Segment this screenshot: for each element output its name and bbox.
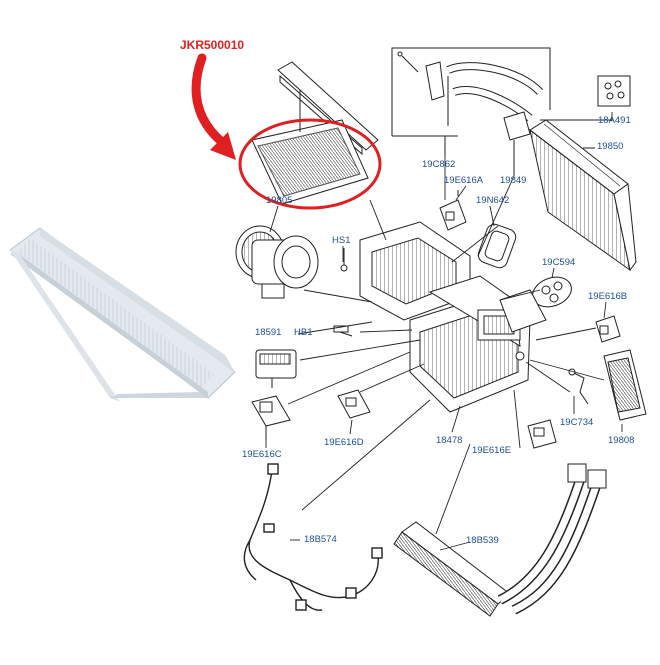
cabin-filter-drawing bbox=[251, 61, 379, 205]
screw-hb1 bbox=[333, 325, 353, 337]
callout-18478: 18478 bbox=[436, 435, 463, 446]
callout-18b539: 18B539 bbox=[466, 535, 499, 546]
module-19808 bbox=[603, 349, 647, 421]
callout-18a491: 18A491 bbox=[598, 115, 631, 126]
actuator-19e616b bbox=[595, 315, 621, 343]
resistor-18591 bbox=[255, 349, 297, 388]
callout-19e616b: 19E616B bbox=[588, 291, 628, 302]
wiring-harness-18b574 bbox=[243, 463, 383, 611]
callout-19c734: 19C734 bbox=[560, 417, 594, 428]
callout-19c594: 19C594 bbox=[542, 257, 576, 268]
callout-19849: 19849 bbox=[500, 175, 527, 186]
clips-18a491 bbox=[597, 75, 631, 107]
callout-hs1: HS1 bbox=[332, 235, 351, 246]
hvac-housing bbox=[359, 221, 547, 413]
leader-lines bbox=[265, 112, 623, 551]
callout-19805: 19805 bbox=[266, 195, 293, 206]
callout-19c862: 19C862 bbox=[422, 159, 456, 170]
callout-19808: 19808 bbox=[608, 435, 635, 446]
callout-18b574: 18B574 bbox=[304, 534, 337, 545]
actuator-19e616a bbox=[439, 190, 467, 231]
highlight-circle bbox=[238, 118, 382, 210]
callout-19e616e: 19E616E bbox=[472, 445, 512, 456]
sensor-19c734 bbox=[568, 368, 589, 405]
cabin-filter-photo bbox=[9, 227, 236, 402]
callout-19e616c: 19E616C bbox=[242, 449, 282, 460]
red-arrow-icon bbox=[191, 53, 236, 160]
part-19c594 bbox=[532, 276, 572, 308]
blower-motor bbox=[235, 225, 319, 299]
callout-18591: 18591 bbox=[255, 327, 282, 338]
callout-19850: 19850 bbox=[597, 141, 624, 152]
actuator-19e616e bbox=[527, 419, 557, 449]
part-number-header: JKR500010 bbox=[180, 38, 245, 52]
actuator-19e616d bbox=[337, 389, 371, 419]
callout-19n642: 19N642 bbox=[476, 195, 510, 206]
callout-19e616d: 19E616D bbox=[324, 437, 364, 448]
actuator-19e616c bbox=[251, 395, 291, 440]
callout-hb1: HB1 bbox=[294, 327, 313, 338]
evaporator-19850 bbox=[529, 119, 637, 272]
heater-core-18b539 bbox=[393, 463, 607, 617]
screw-hs1 bbox=[340, 248, 348, 272]
callout-19e616a: 19E616A bbox=[444, 175, 484, 186]
parts-group-19c862 bbox=[391, 47, 551, 176]
